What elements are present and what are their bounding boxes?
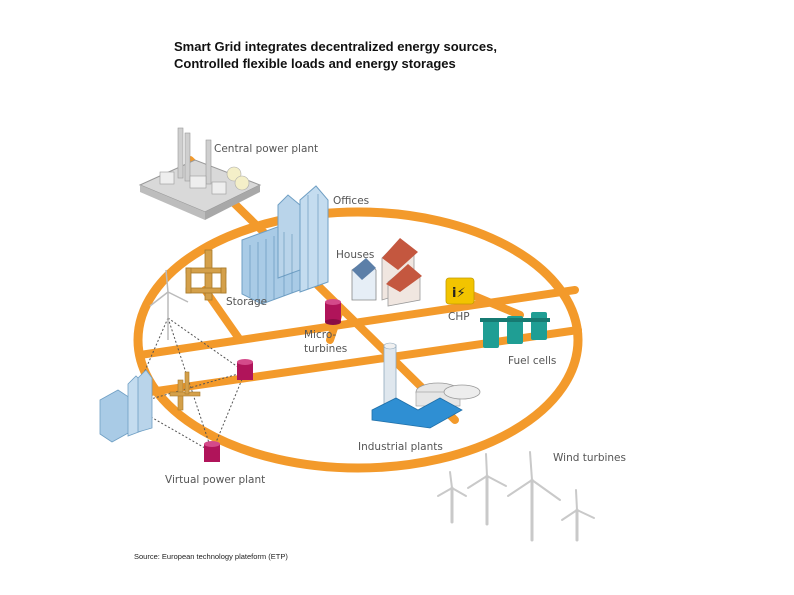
storage-icon	[185, 249, 227, 301]
grid-ring	[133, 207, 583, 473]
virtual-power-plant-links	[129, 317, 246, 453]
svg-text:i⚡: i⚡	[452, 286, 466, 301]
chp-icon: i⚡	[445, 277, 475, 305]
industrial-plants-label: Industrial plants	[358, 441, 443, 453]
industrial-plant-icon	[371, 342, 481, 429]
houses-label: Houses	[336, 249, 374, 261]
virtual-power-plant-icon	[99, 359, 253, 462]
houses-icon	[351, 238, 422, 307]
diagram-title: Smart Grid integrates decentralized ener…	[174, 38, 497, 72]
micro-turbines-label-1: Micro-	[304, 329, 336, 341]
storage-label: Storage	[226, 296, 267, 308]
chp-label: CHP	[448, 311, 470, 323]
wind-turbines-icon	[437, 451, 595, 542]
title-line-1: Smart Grid integrates decentralized ener…	[174, 39, 497, 54]
fuel-cells-label: Fuel cells	[508, 355, 556, 367]
micro-turbines-label-2: turbines	[304, 343, 347, 355]
offices-icon	[241, 185, 329, 305]
source-note: Source: European technology plateform (E…	[134, 552, 288, 561]
virtual-power-plant-label: Virtual power plant	[165, 474, 265, 486]
fuel-cells-icon	[480, 312, 550, 348]
wind-turbine-small-icon	[149, 269, 189, 340]
central-power-plant-icon	[138, 127, 262, 220]
wind-turbines-label: Wind turbines	[553, 452, 626, 464]
micro-turbine-icon	[325, 299, 341, 325]
offices-label: Offices	[333, 195, 369, 207]
title-line-2: Controlled flexible loads and energy sto…	[174, 56, 456, 71]
central-power-plant-label: Central power plant	[214, 143, 318, 155]
